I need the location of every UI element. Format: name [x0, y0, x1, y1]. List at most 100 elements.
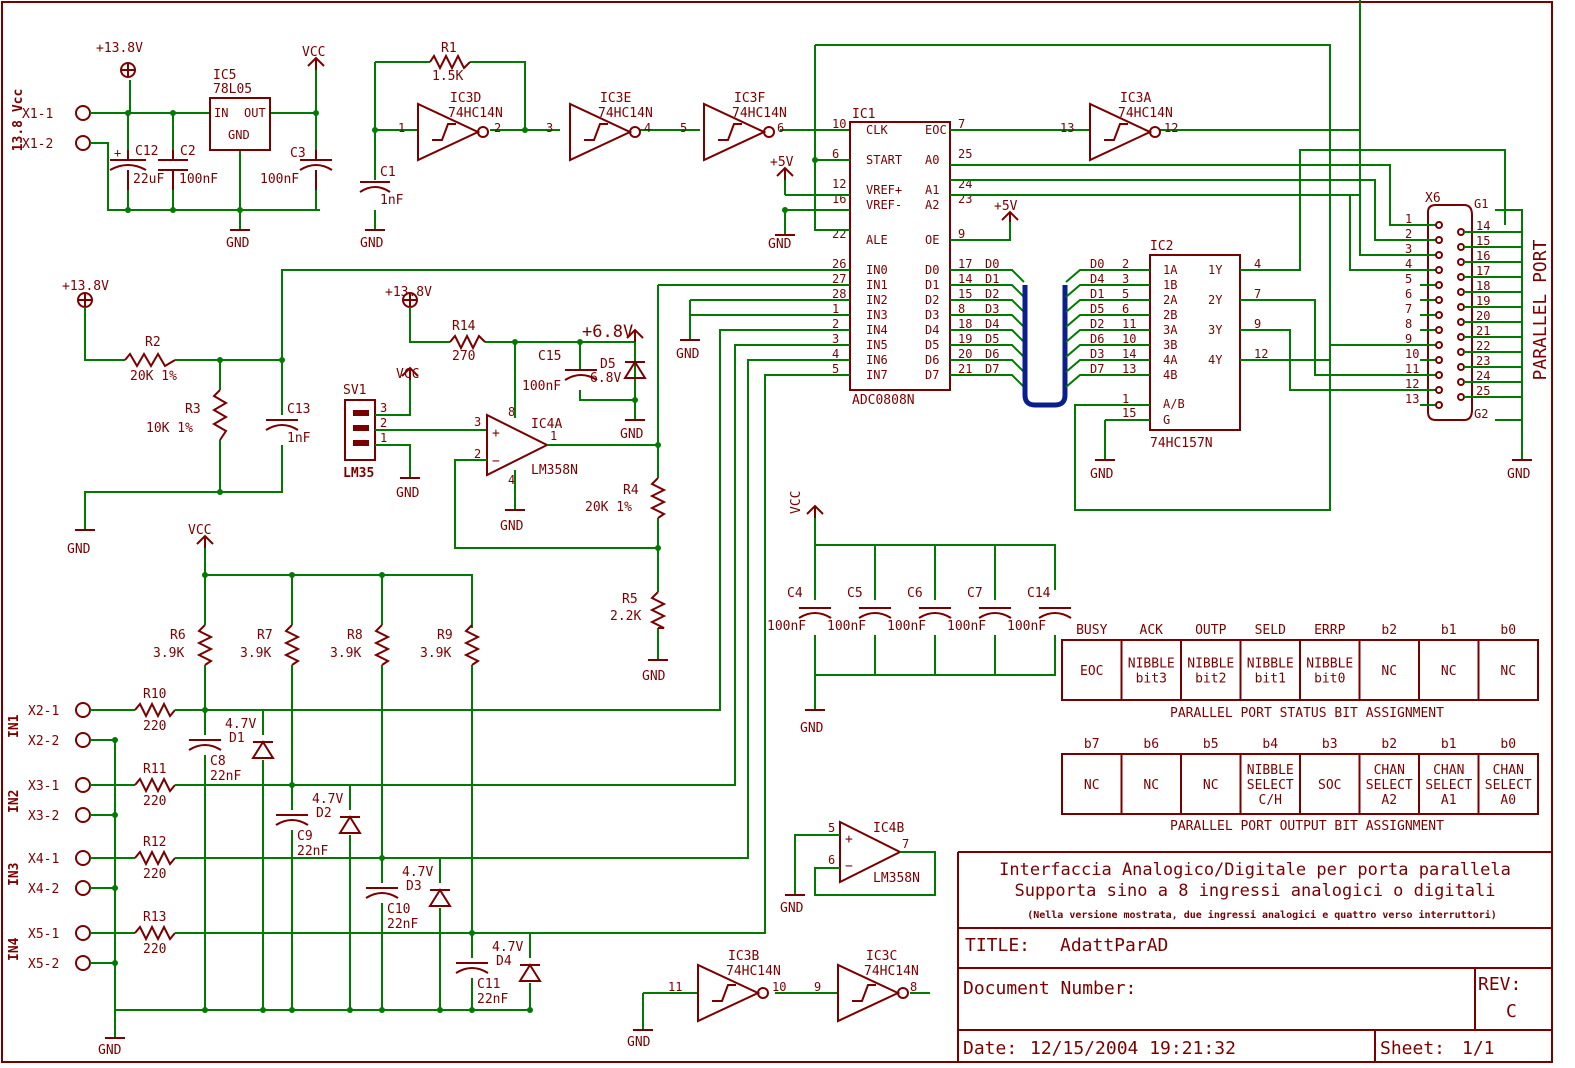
ic1-left-pin-label: START: [866, 153, 902, 167]
ic2-left-pin-num: 3: [1122, 272, 1129, 286]
ic3b-pin-out: 10: [772, 980, 786, 994]
c11-name: C11: [477, 977, 500, 992]
ic1-part: ADC0808N: [852, 393, 915, 408]
input-terminal[interactable]: [75, 732, 91, 748]
x1-1-terminal[interactable]: [75, 105, 91, 121]
table-header: b6: [1143, 737, 1159, 752]
table-cell: SELECT: [1366, 778, 1413, 793]
c15-value: 100nF: [522, 379, 561, 394]
input-terminal[interactable]: [75, 850, 91, 866]
table-cell: NC: [1500, 664, 1516, 679]
input-terminal[interactable]: [75, 880, 91, 896]
x6-right-pin-num: 17: [1476, 264, 1490, 278]
ic2-right-pin-num: 4: [1254, 257, 1261, 271]
ic2-en-label: G: [1163, 413, 1170, 427]
x6-pin: [1457, 228, 1465, 236]
c5-value: 100nF: [827, 619, 866, 634]
gnd-label-x6: GND: [1507, 467, 1531, 482]
x6-pin: [1435, 401, 1443, 409]
c8-name: C8: [210, 754, 226, 769]
x6-pin: [1435, 356, 1443, 364]
x6-right-pin-num: 18: [1476, 279, 1490, 293]
bus-label-left: D2: [985, 287, 999, 301]
temp-sensor-amplifier: +13.8V +6.8V R14 270 C15 100nF D5 6.8V G…: [343, 284, 850, 684]
input-terminal[interactable]: [75, 777, 91, 793]
d4-value: 4.7V: [492, 940, 523, 955]
ic2-left-pin-label: 3B: [1163, 338, 1177, 352]
table-cell: NC: [1143, 778, 1159, 793]
ic4a-pin-out: 1: [550, 429, 557, 443]
svg-text:−: −: [492, 454, 500, 469]
bus-label-left: D6: [985, 347, 999, 361]
bus-wire-right: [1065, 359, 1150, 373]
x6-pin: [1457, 258, 1465, 266]
svg-text:+: +: [114, 146, 121, 160]
ic2-left-pin-label: 4A: [1163, 353, 1178, 367]
x1-2-terminal[interactable]: [75, 135, 91, 151]
ic3b-name: IC3B: [728, 949, 759, 964]
r5-name: R5: [622, 592, 638, 607]
gnd-label-c1: GND: [360, 236, 384, 251]
table-cell: SOC: [1318, 778, 1341, 793]
d1-value: 4.7V: [225, 717, 256, 732]
x6-pin: [1435, 326, 1443, 334]
ic1-left-pin-label: ALE: [866, 233, 888, 247]
parallel-port-label: PARALLEL PORT: [1530, 239, 1551, 380]
ic2-right-pin-num: 9: [1254, 317, 1261, 331]
table-cell: NIBBLE: [1187, 657, 1234, 672]
ic1-right-pin-label: D3: [925, 308, 939, 322]
x1-1-label: X1-1: [22, 107, 53, 122]
table-cell: NC: [1084, 778, 1100, 793]
x6-right-pin-num: 23: [1476, 354, 1490, 368]
decoupling-caps: VCC C4100nFC5100nFC6100nFC7100nFC14100nF…: [767, 491, 1072, 736]
title-value: AdattParAD: [1060, 935, 1168, 956]
supply-label: 13.8 Vcc: [11, 89, 26, 152]
input-terminal-label: X3-1: [28, 779, 59, 794]
input-terminal[interactable]: [75, 925, 91, 941]
bus-label-left: D3: [985, 302, 999, 316]
ic3f-pin-out: 6: [777, 121, 784, 135]
c1-name: C1: [380, 165, 396, 180]
c14-name: C14: [1027, 586, 1051, 601]
bus-wire-left: [950, 284, 1025, 298]
bus-wire-right: [1065, 269, 1150, 283]
table-header: b3: [1322, 737, 1338, 752]
ic1-right-pin-label: A1: [925, 183, 939, 197]
vcc-label-2: VCC: [396, 367, 419, 382]
ic5-name: IC5: [213, 68, 236, 83]
r2-value: 20K 1%: [130, 369, 177, 384]
bus-wire-left: [950, 374, 1025, 388]
bus-label-right: D4: [1090, 272, 1104, 286]
input-terminal-label: X5-2: [28, 957, 59, 972]
r5-value: 2.2K: [610, 609, 641, 624]
input-terminal[interactable]: [75, 955, 91, 971]
ic2-left-pin-num: 14: [1122, 347, 1136, 361]
table-cell: SELECT: [1425, 778, 1472, 793]
input-terminal[interactable]: [75, 807, 91, 823]
input-terminal-label: X2-2: [28, 734, 59, 749]
x6-left-pin-num: 9: [1405, 332, 1412, 346]
ic2-left-pin-label: 2B: [1163, 308, 1177, 322]
title-label: TITLE:: [965, 935, 1030, 956]
x6-left-pin-num: 5: [1405, 272, 1412, 286]
c2-value: 100nF: [179, 172, 218, 187]
c12-name: C12: [135, 144, 158, 159]
ic3e-pin-in: 3: [546, 121, 553, 135]
c10-name: C10: [387, 902, 410, 917]
table-header: b5: [1203, 737, 1219, 752]
c5-name: C5: [847, 586, 863, 601]
gnd-label-r5: GND: [642, 669, 666, 684]
table-cell: CHAN: [1374, 763, 1405, 778]
input-terminal[interactable]: [75, 702, 91, 718]
x6-g1: G1: [1474, 197, 1488, 211]
r9-value: 3.9K: [420, 646, 451, 661]
x6-pin: [1457, 288, 1465, 296]
c12-value: 22uF: [133, 172, 164, 187]
supply-13v8-label-2: +13.8V: [62, 279, 109, 294]
gnd-label-ic5: GND: [226, 236, 250, 251]
svg-text:−: −: [845, 859, 853, 874]
title-desc-1: Interfaccia Analogico/Digitale per porta…: [999, 860, 1511, 880]
ic3f-name: IC3F: [734, 91, 765, 106]
table-cell: NIBBLE: [1247, 763, 1294, 778]
